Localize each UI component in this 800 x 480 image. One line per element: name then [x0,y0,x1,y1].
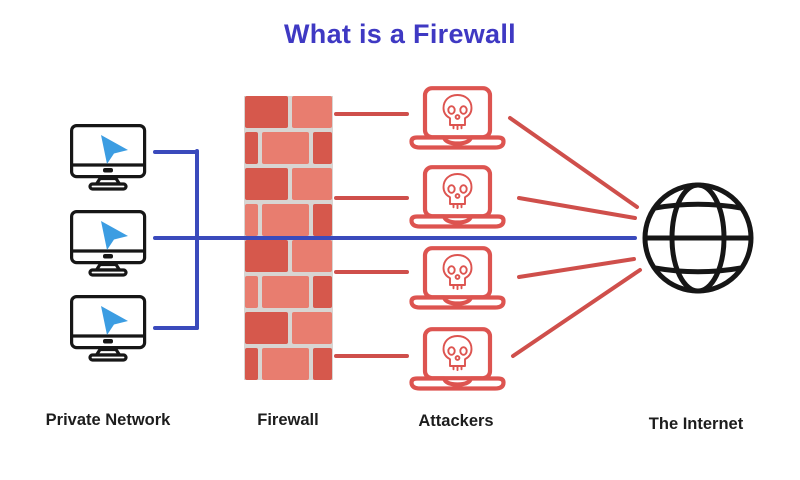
cursor-arrow-icon [101,135,128,164]
label-attackers: Attackers [418,412,494,430]
private-network-connector-lines [153,149,637,330]
skull-icon [442,254,473,291]
diagram-title: What is a Firewall [284,19,516,49]
desktop-monitor-with-cursor-icon [70,295,147,362]
attacker-laptop-skull-icon [409,327,506,391]
globe-icon [642,182,754,294]
desktop-monitor-with-cursor-icon [70,124,147,191]
attacker-blocked-lines [334,112,409,358]
attacker-internet-lines [508,116,642,358]
skull-icon [442,335,473,372]
attacker-laptop-skull-icon [409,86,506,150]
attacker-laptop-skull-icon [409,246,506,310]
skull-icon [442,173,473,210]
attacker-laptop-skull-icon [409,165,506,229]
label-the-internet: The Internet [648,415,744,433]
cursor-arrow-icon [101,221,128,250]
skull-icon [442,94,473,131]
cursor-arrow-icon [101,306,128,335]
label-private-network: Private Network [45,411,171,429]
label-firewall: Firewall [257,411,319,429]
desktop-monitor-with-cursor-icon [70,210,147,277]
